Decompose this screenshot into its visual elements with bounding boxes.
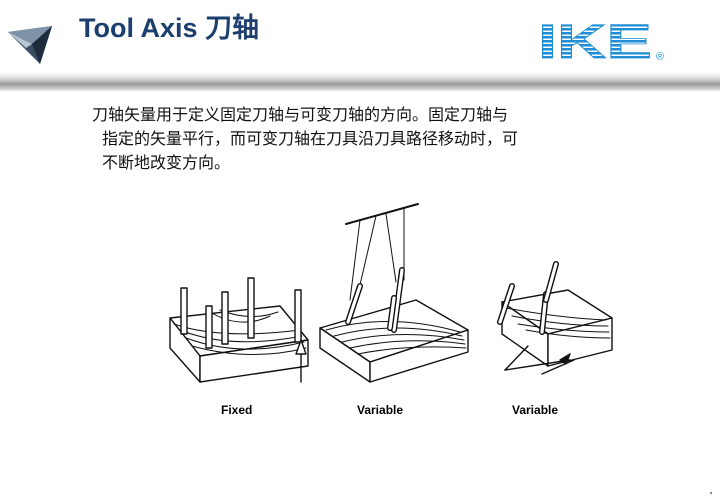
description-line-3: 不断地改变方向。 <box>102 153 231 172</box>
caption-fixed: Fixed <box>221 403 253 417</box>
caption-variable-2: Variable <box>512 403 559 417</box>
caption-variable-1: Variable <box>357 403 404 417</box>
slide-title: Tool Axis 刀轴 <box>79 13 260 43</box>
brand-wordmark: IKE <box>538 16 652 66</box>
tool-axis-figure <box>169 203 613 383</box>
description-text: 刀轴矢量用于定义固定刀轴与可变刀轴的方向。固定刀轴与 指定的矢量平行，而可变刀轴… <box>92 103 632 175</box>
ike-brand-logo: IKE ® <box>538 16 665 66</box>
variable-axis-illustration-1 <box>319 203 469 383</box>
corner-dot <box>710 492 712 494</box>
description-line-1: 刀轴矢量用于定义固定刀轴与可变刀轴的方向。固定刀轴与 <box>92 105 509 124</box>
fixed-axis-illustration <box>169 277 309 383</box>
header-divider <box>0 72 720 92</box>
description-line-2: 指定的矢量平行，而可变刀轴在刀具沿刀具路径移动时，可 <box>102 129 519 148</box>
company-logo-icon <box>8 26 52 64</box>
slide-header: Tool Axis 刀轴 IKE ® <box>0 0 720 72</box>
variable-axis-illustration-2 <box>497 261 613 375</box>
registered-mark: ® <box>656 51 664 63</box>
